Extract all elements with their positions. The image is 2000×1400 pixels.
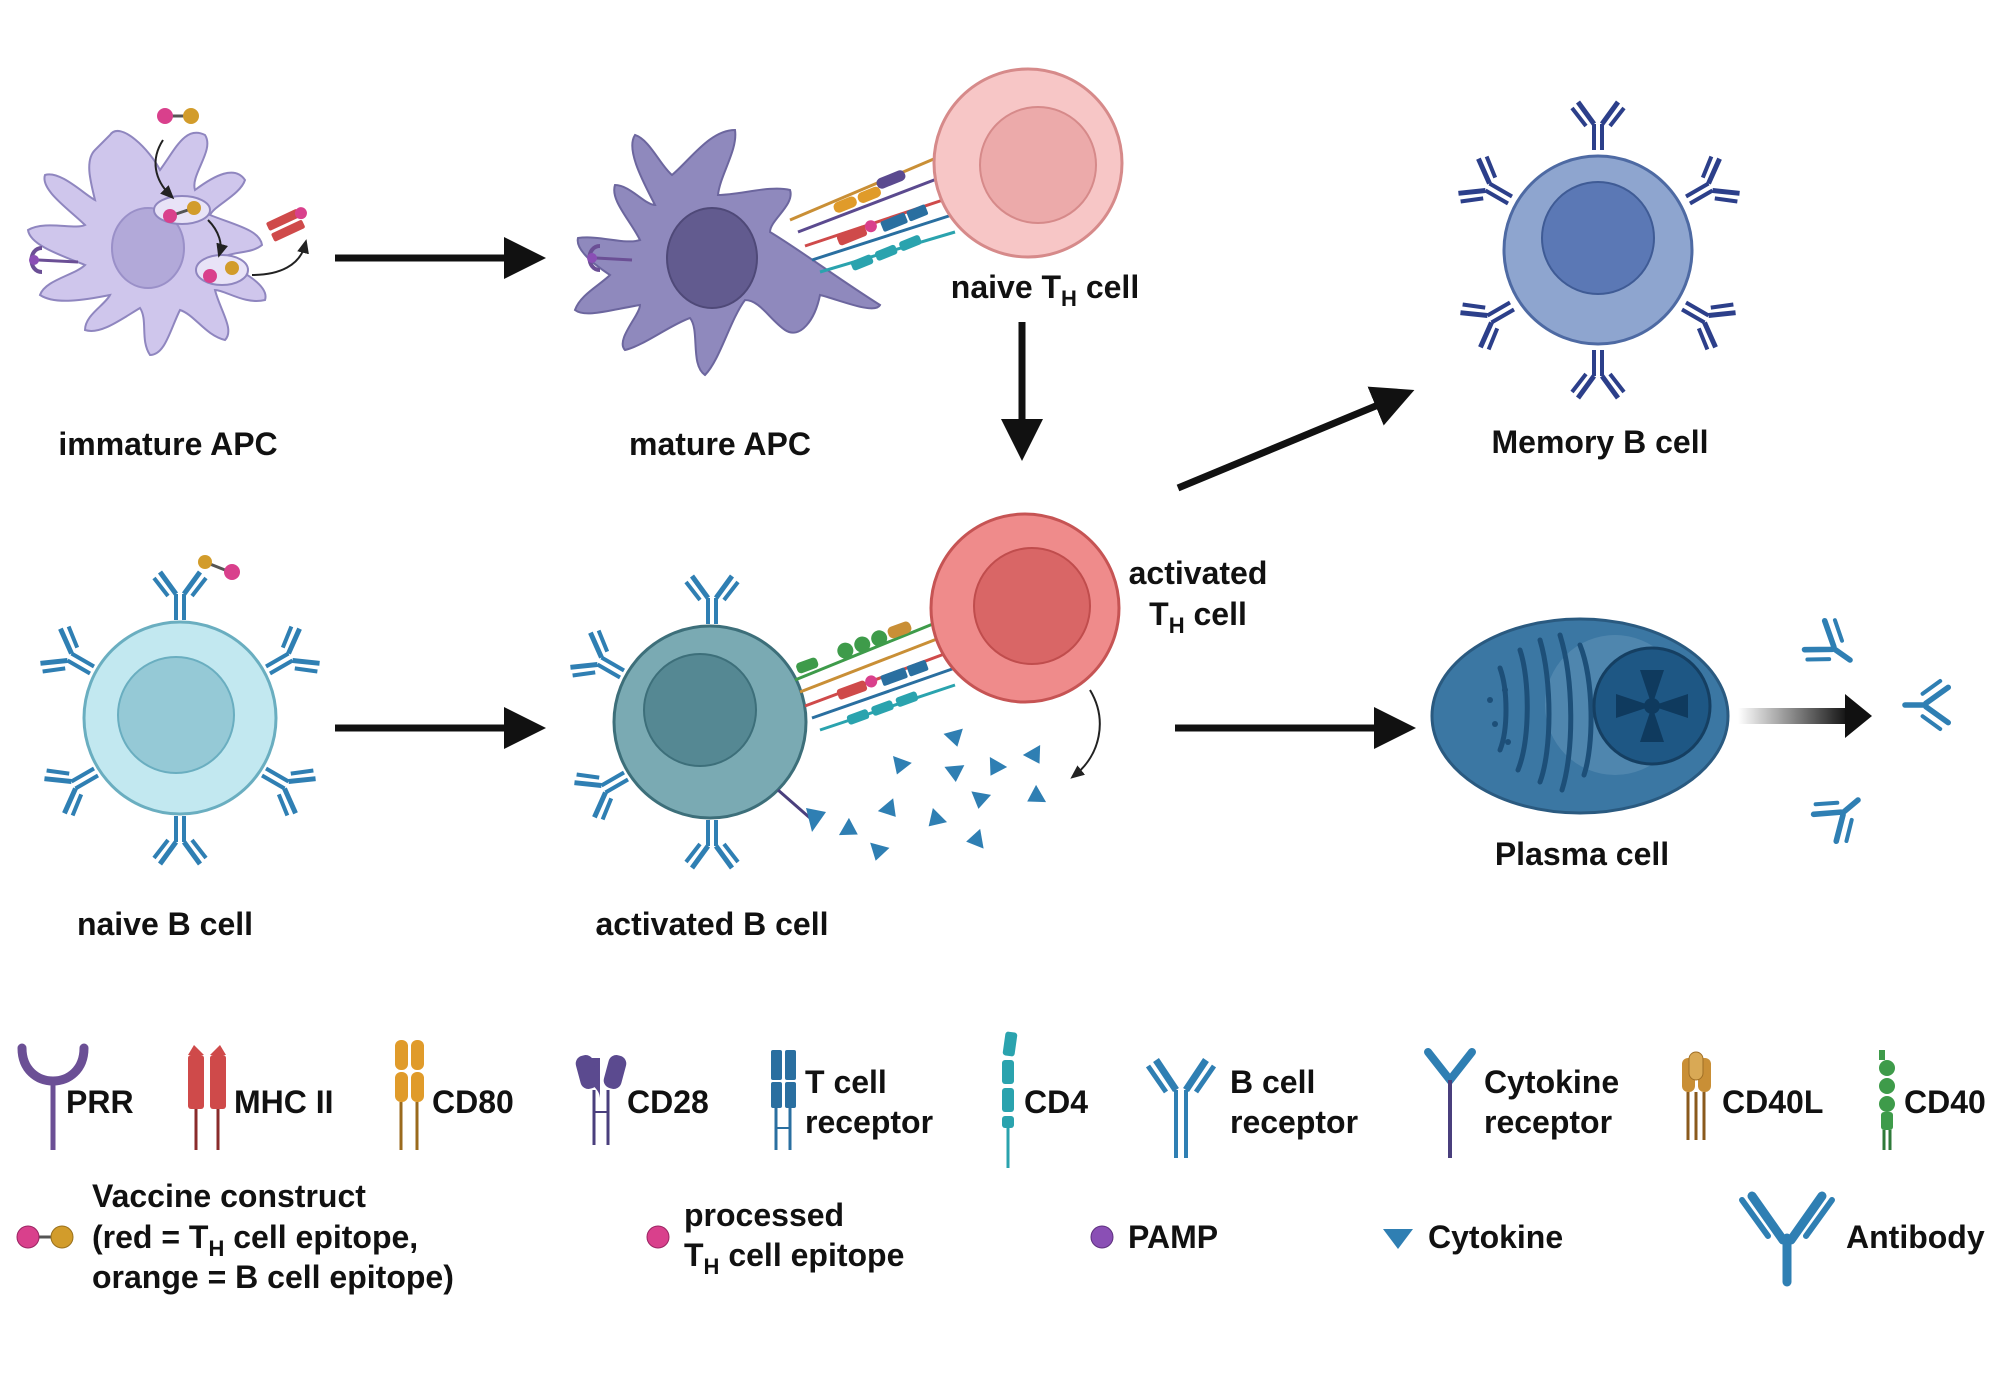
legend-bcr-label-line1: B cell: [1230, 1064, 1315, 1100]
secreted-antibodies: [1801, 616, 1948, 847]
plasma-er: [1497, 632, 1594, 793]
vaccine-construct-icon: [157, 108, 199, 124]
legend-cd28-label: CD28: [627, 1084, 709, 1120]
legend-cd40-icon: [1879, 1050, 1895, 1150]
legend-processed-epitope-icon: [646, 1225, 670, 1249]
mature-apc-label: mature APC: [629, 426, 811, 462]
legend-antibody-icon: [1739, 1191, 1835, 1287]
legend-prr-label: PRR: [66, 1084, 134, 1120]
endosome-2: [195, 254, 249, 286]
cytokine-receptor-on-b-cell: [777, 788, 826, 832]
plasma-cell: [1430, 617, 1730, 815]
legend-cytokine-label: Cytokine: [1428, 1219, 1563, 1255]
memory-b-cell: [1455, 102, 1742, 398]
legend-prr-icon: [17, 1043, 89, 1150]
immature-apc-nucleus: [111, 207, 185, 289]
legend-mhc2-icon: [188, 1045, 226, 1150]
legend-vaccine-icon: [16, 1225, 74, 1249]
legend-cd4-icon: [1002, 1031, 1018, 1168]
legend-vaccine-label-line1: Vaccine construct: [92, 1178, 366, 1214]
legend-antibody-label: Antibody: [1846, 1219, 1985, 1255]
mature-apc-nucleus: [666, 207, 758, 309]
mature-apc: [573, 128, 882, 377]
legend-cd28-icon: [575, 1055, 627, 1145]
legend-mhc2-label: MHC II: [234, 1084, 334, 1120]
legend-cytokine-icon: [1383, 1229, 1413, 1249]
prr-on-immature-apc: [29, 246, 79, 274]
plasma-nucleus-chromatin: [1616, 670, 1688, 742]
immature-apc: [26, 108, 309, 357]
plasma-label: Plasma cell: [1495, 836, 1669, 872]
legend-bcr-icon: [1145, 1058, 1217, 1158]
legend-cd40l-label: CD40L: [1722, 1084, 1823, 1120]
presentation-arrow-icon: [251, 239, 309, 276]
legend-cytokine-receptor-icon: [1424, 1048, 1476, 1158]
cytokine-secretion-arrow-icon: [1070, 689, 1101, 779]
legend-tcr-label-line2: receptor: [805, 1104, 933, 1140]
activated-b-cell: [567, 576, 826, 868]
antibody-secretion-arrow-shaft: [1738, 708, 1848, 724]
processed-epitope-in-endosome: [203, 261, 239, 283]
secreted-cytokines: [838, 689, 1101, 864]
b-th-synapse: [794, 613, 956, 732]
legend-cd40l-icon: [1682, 1051, 1711, 1140]
memory-b-label: Memory B cell: [1492, 424, 1709, 460]
activated-b-label: activated B cell: [596, 906, 829, 942]
naive-b-nucleus: [117, 656, 235, 774]
legend-cd40-label: CD40: [1904, 1084, 1986, 1120]
legend-cytokine-receptor-label-line2: receptor: [1484, 1104, 1612, 1140]
apc-th-synapse: [789, 148, 956, 274]
activated-th-nucleus: [973, 547, 1091, 665]
legend: PRR MHC II CD80: [16, 1031, 1986, 1295]
legend-vaccine-label-line2: (red = TH cell epitope,: [92, 1219, 418, 1261]
memory-b-nucleus: [1541, 181, 1655, 295]
mhc-ii-on-immature-apc: [266, 207, 307, 242]
immature-apc-label: immature APC: [58, 426, 277, 462]
legend-bcr-label-line2: receptor: [1230, 1104, 1358, 1140]
naive-th-cell: [932, 67, 1124, 259]
legend-tcr-icon: [771, 1050, 796, 1150]
legend-cytokine-receptor-label-line1: Cytokine: [1484, 1064, 1619, 1100]
endosome-1: [153, 195, 211, 225]
naive-th-label: naive TH cell: [951, 269, 1139, 311]
legend-tcr-label-line1: T cell: [805, 1064, 887, 1100]
legend-pamp-icon: [1090, 1225, 1114, 1249]
naive-b-label: naive B cell: [77, 906, 253, 942]
activated-th-label-line2: TH cell: [1149, 596, 1247, 638]
uptake-arrow-icon: [154, 139, 175, 200]
naive-th-nucleus: [979, 106, 1097, 224]
processing-arrow-icon: [207, 219, 228, 258]
activated-th-cell: [929, 512, 1121, 704]
activated-th-label-line1: activated: [1129, 555, 1268, 591]
legend-cd4-label: CD4: [1024, 1084, 1088, 1120]
antibody-secretion-arrow-head: [1845, 694, 1872, 738]
legend-processed-label-line2: TH cell epitope: [684, 1237, 904, 1279]
vaccine-construct-in-endosome: [163, 201, 201, 223]
arrow-to-memory: [1176, 386, 1415, 492]
legend-vaccine-label-line3: orange = B cell epitope): [92, 1259, 454, 1295]
prr-on-mature-apc: [587, 244, 633, 272]
activated-b-nucleus: [643, 653, 757, 767]
plasma-er-dots: [1487, 687, 1511, 745]
naive-b-cell: [37, 555, 322, 864]
legend-cd80-label: CD80: [432, 1084, 514, 1120]
legend-processed-label-line1: processed: [684, 1197, 844, 1233]
legend-cd80-icon: [395, 1040, 424, 1150]
vaccine-bound-to-bcr: [198, 555, 240, 580]
legend-pamp-label: PAMP: [1128, 1219, 1218, 1255]
